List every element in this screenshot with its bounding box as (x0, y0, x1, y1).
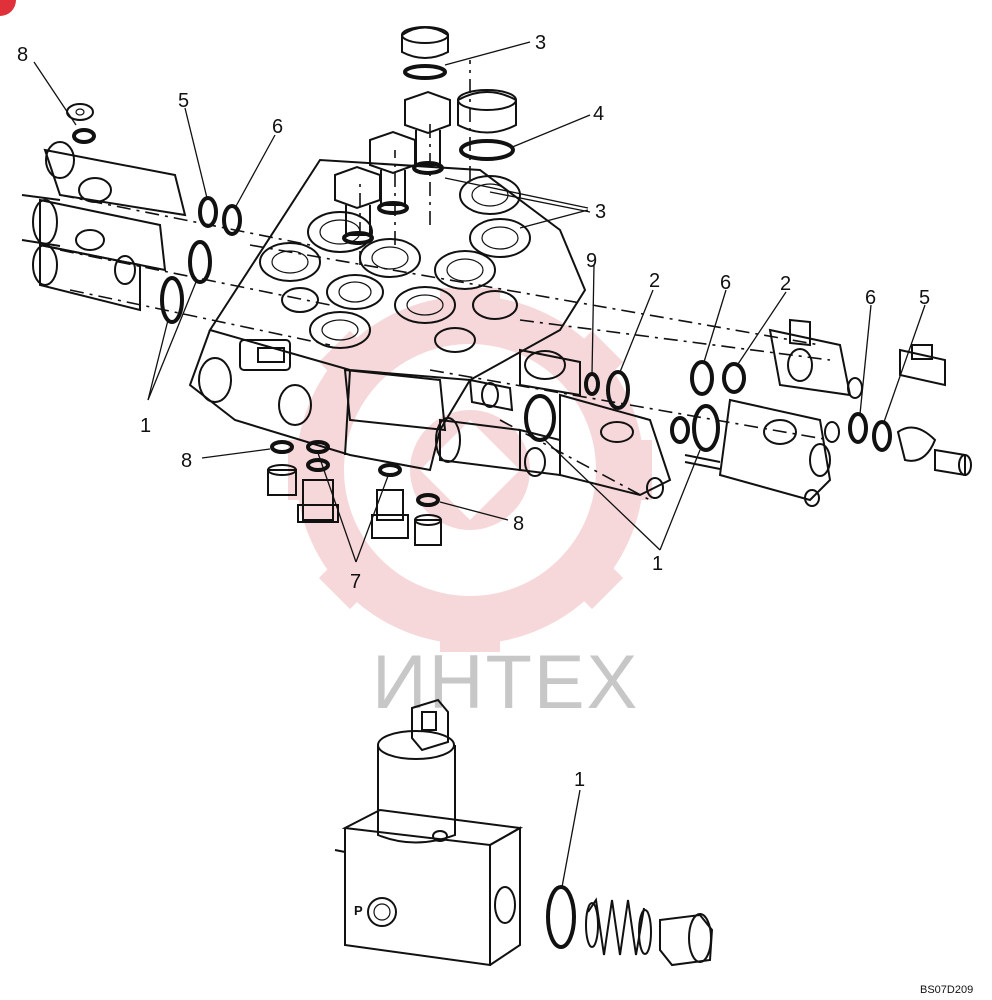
callout-8-left: 8 (181, 450, 192, 472)
callout-6-right: 6 (865, 287, 876, 309)
port-p-label: P (354, 903, 363, 918)
left-end-cap-assembly (21, 141, 187, 312)
oring-1-mid-a (524, 394, 556, 442)
callout-6-mid: 6 (720, 272, 731, 294)
lower-fittings (267, 440, 442, 546)
callout-8-bottom: 8 (513, 513, 524, 535)
drawing-code: BS07D209 (920, 984, 973, 996)
top-plugs (334, 26, 517, 245)
corner-mark (0, 0, 16, 16)
right-connector-and-cap (896, 344, 972, 477)
spool-section-right (435, 348, 672, 499)
solenoid-valve-detail (334, 698, 714, 967)
callout-6-left: 6 (272, 116, 283, 138)
seal-6-mid (690, 360, 714, 396)
callout-9: 9 (586, 250, 597, 272)
callout-1-bottom: 1 (574, 769, 585, 791)
plug-8-top (66, 103, 96, 144)
seal-6-left (222, 204, 242, 236)
ring-2-right (722, 362, 746, 394)
ring-2-left (606, 370, 630, 410)
oring-1-left-a (188, 240, 212, 284)
callout-2-left: 2 (649, 270, 660, 292)
seal-6-right (848, 412, 868, 444)
leader-lines (33, 41, 926, 888)
callout-1-mid: 1 (652, 553, 663, 575)
callout-3-top: 3 (535, 32, 546, 54)
left-seal-rings (160, 196, 242, 324)
seal-5-left (198, 196, 218, 228)
oring-1-mid-b (692, 404, 720, 452)
callout-8-top: 8 (17, 44, 28, 66)
callout-5-left: 5 (178, 90, 189, 112)
callout-7: 7 (350, 571, 361, 593)
callouts: 8 5 6 3 4 3 9 2 6 2 6 5 1 8 7 8 1 1 (17, 32, 930, 791)
callout-4: 4 (593, 103, 604, 125)
watermark-text: ИНТЕХ (372, 640, 639, 725)
right-end-section (684, 318, 863, 507)
callout-5-right: 5 (919, 287, 930, 309)
callout-1-left: 1 (140, 415, 151, 437)
watermark-gear-icon (288, 288, 652, 652)
washer-8-left (270, 440, 294, 454)
oring-1-detail (546, 885, 576, 949)
oring-1-left-b (160, 276, 184, 324)
right-seal-rings (848, 412, 892, 452)
callout-3-mid: 3 (595, 201, 606, 223)
seal-5-right (872, 420, 892, 452)
callout-2-right: 2 (780, 273, 791, 295)
